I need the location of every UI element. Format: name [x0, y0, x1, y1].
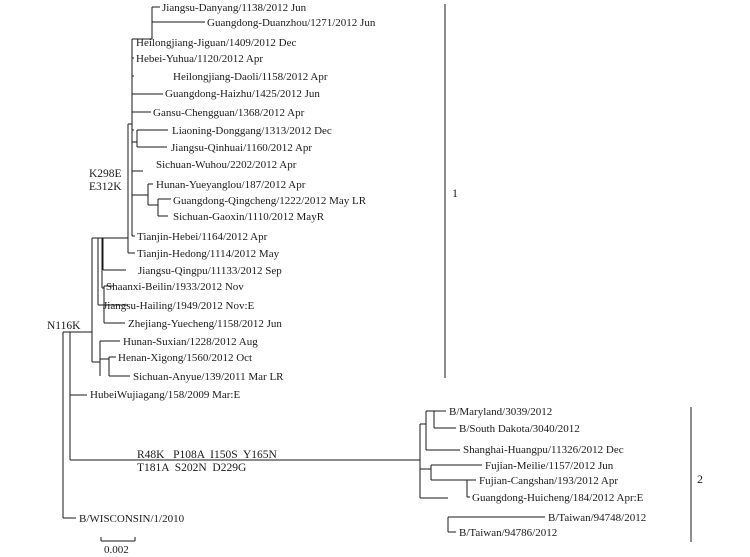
- taxon-label: B/WISCONSIN/1/2010: [79, 513, 185, 525]
- scale-bar-label: 0.002: [104, 544, 129, 556]
- clade-2-label: 2: [697, 472, 703, 486]
- taxon-label: Fujian-Meilie/1157/2012 Jun: [485, 460, 614, 472]
- taxon-label: Shaanxi-Beilin/1933/2012 Nov: [106, 281, 244, 293]
- clade-brackets: 1 2: [444, 4, 703, 542]
- taxon-label: Zhejiang-Yuecheng/1158/2012 Jun: [128, 318, 282, 330]
- taxon-label: Guangdong-Haizhu/1425/2012 Jun: [165, 88, 320, 100]
- taxon-label: Fujian-Cangshan/193/2012 Apr: [479, 475, 618, 487]
- taxon-label: Hunan-Suxian/1228/2012 Aug: [123, 336, 258, 348]
- taxon-label: Shanghai-Huangpu/11326/2012 Dec: [463, 444, 624, 456]
- mutation-label-k298e: K298E: [89, 168, 122, 180]
- tree-branches: [62, 6, 545, 533]
- taxon-label: Tianjin-Hedong/1114/2012 May: [137, 248, 280, 260]
- taxon-label: Jiangsu-Danyang/1138/2012 Jun: [162, 2, 307, 14]
- taxon-label: Heilongjiang-Daoli/1158/2012 Apr: [173, 71, 328, 83]
- taxon-labels: Jiangsu-Danyang/1138/2012 Jun Guangdong-…: [79, 2, 646, 539]
- taxon-label: Sichuan-Anyue/139/2011 Mar LR: [133, 371, 284, 383]
- taxon-label: Sichuan-Wuhou/2202/2012 Apr: [156, 159, 297, 171]
- taxon-label: Jiangsu-Hailing/1949/2012 Nov:E: [103, 300, 255, 312]
- taxon-label: Tianjin-Hebei/1164/2012 Apr: [137, 231, 268, 243]
- taxon-label: Henan-Xigong/1560/2012 Oct: [118, 352, 252, 364]
- taxon-label: Guangdong-Huicheng/184/2012 Apr:E: [472, 492, 644, 504]
- taxon-label: Jiangsu-Qingpu/11133/2012 Sep: [138, 265, 282, 277]
- taxon-label: B/Taiwan/94748/2012: [548, 512, 646, 524]
- taxon-label: Guangdong-Qingcheng/1222/2012 May LR: [173, 195, 367, 207]
- mutation-label-clade2-line1: R48K P108A I150S Y165N: [137, 449, 278, 461]
- mutation-label-clade2-line2: T181A S202N D229G: [137, 462, 246, 474]
- mutation-label-e312k: E312K: [89, 181, 122, 193]
- scale-bar: 0.002: [100, 537, 136, 556]
- taxon-label: Hebei-Yuhua/1120/2012 Apr: [136, 53, 263, 65]
- taxon-label: Guangdong-Duanzhou/1271/2012 Jun: [207, 17, 376, 29]
- taxon-label: B/Maryland/3039/2012: [449, 406, 552, 418]
- taxon-label: Sichuan-Gaoxin/1110/2012 MayR: [173, 211, 325, 223]
- taxon-label: Gansu-Chengguan/1368/2012 Apr: [153, 107, 305, 119]
- taxon-label: B/Taiwan/94786/2012: [459, 527, 557, 539]
- mutation-label-n116k: N116K: [47, 320, 81, 332]
- taxon-label: Hunan-Yueyanglou/187/2012 Apr: [156, 179, 306, 191]
- taxon-label: HubeiWujiagang/158/2009 Mar:E: [90, 389, 240, 401]
- mutation-annotations: K298E E312K N116K R48K P108A I150S Y165N…: [47, 168, 278, 474]
- taxon-label: Heilongjiang-Jiguan/1409/2012 Dec: [136, 37, 297, 49]
- taxon-label: B/South Dakota/3040/2012: [459, 423, 580, 435]
- clade-1-label: 1: [452, 186, 458, 200]
- taxon-label: Jiangsu-Qinhuai/1160/2012 Apr: [171, 142, 312, 154]
- taxon-label: Liaoning-Donggang/1313/2012 Dec: [172, 125, 332, 137]
